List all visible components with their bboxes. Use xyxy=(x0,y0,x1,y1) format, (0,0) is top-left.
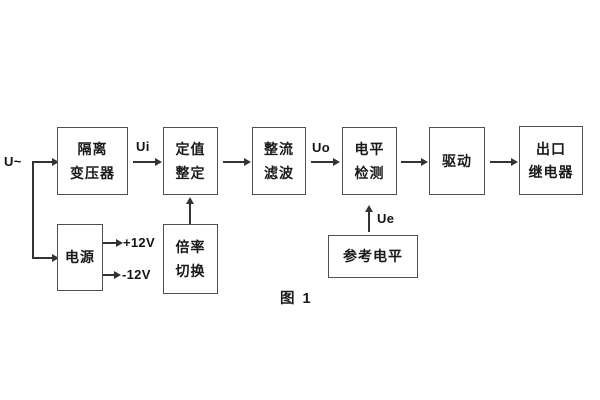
block-label-line: 参考电平 xyxy=(343,248,403,265)
block-label-line: 电源 xyxy=(65,249,95,266)
connector-input-to-transformer xyxy=(32,161,57,163)
block-label-line: 检测 xyxy=(354,164,385,181)
block-label-line: 整定 xyxy=(175,164,206,181)
connector-multiplier-to-setpoint xyxy=(189,199,191,224)
block-power-supply: 电源 xyxy=(57,224,103,291)
connector-setpoint-to-rectifier xyxy=(223,161,249,163)
block-label-line: 隔离 xyxy=(77,141,108,158)
signal-label-ui: Ui xyxy=(136,139,150,154)
connector-input-branch-vertical xyxy=(32,161,34,259)
power-arrow-negative-12v xyxy=(103,274,119,276)
block-label-line: 驱动 xyxy=(442,152,472,169)
block-driver: 驱动 xyxy=(429,127,485,195)
block-label-line: 滤波 xyxy=(264,164,294,181)
block-label-line: 定值 xyxy=(175,141,206,158)
block-setpoint-setting: 定值 整定 xyxy=(163,127,218,195)
block-multiplier-switch: 倍率 切换 xyxy=(163,224,218,294)
block-label-line: 继电器 xyxy=(528,164,574,180)
signal-label-uo: Uo xyxy=(312,140,330,155)
power-label-negative-12v: -12V xyxy=(122,267,151,282)
connector-input-to-power-supply xyxy=(32,257,57,259)
block-label-line: 出口 xyxy=(536,140,566,157)
figure-caption: 图 1 xyxy=(280,291,313,307)
block-rectifier-filter: 整流 滤波 xyxy=(252,127,306,195)
input-signal-label: U~ xyxy=(4,154,22,169)
signal-arrow-ue xyxy=(368,207,370,232)
block-reference-level: 参考电平 xyxy=(328,235,418,278)
block-level-detection: 电平 检测 xyxy=(342,127,397,195)
signal-label-ue: Ue xyxy=(377,211,395,226)
connector-driver-to-relay xyxy=(490,161,516,163)
block-label-line: 倍率 xyxy=(175,239,206,256)
block-isolation-transformer: 隔离 变压器 xyxy=(57,127,128,195)
power-arrow-positive-12v xyxy=(103,242,121,244)
block-label-line: 变压器 xyxy=(70,164,115,181)
connector-detection-to-driver xyxy=(401,161,426,163)
signal-arrow-ui xyxy=(133,161,160,163)
block-output-relay: 出口 继电器 xyxy=(519,126,583,195)
block-label-line: 电平 xyxy=(354,141,385,158)
power-label-positive-12v: +12V xyxy=(123,235,155,250)
block-label-line: 切换 xyxy=(175,262,206,279)
signal-arrow-uo xyxy=(311,161,338,163)
block-label-line: 整流 xyxy=(264,141,294,158)
